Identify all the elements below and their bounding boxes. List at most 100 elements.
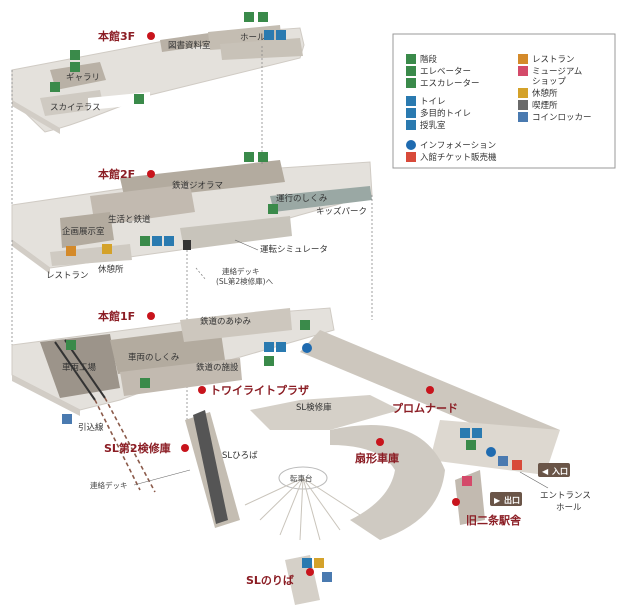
stairs-icon: [134, 94, 144, 104]
legend-label: 授乳室: [420, 120, 446, 131]
multipurpose-toilet-icon: [276, 30, 286, 40]
museum-shop-icon: [518, 66, 528, 76]
label-facilities: 鉄道の施設: [196, 362, 239, 373]
restaurant-icon: [66, 246, 76, 256]
location-pin: [426, 386, 434, 394]
planning-room: [60, 212, 114, 248]
entrance-badge: 入口 ◀: [538, 463, 570, 477]
stairs-icon: [466, 440, 476, 450]
area-roundhouse: 扇形車庫: [355, 451, 399, 465]
legend-box: [392, 33, 616, 169]
label-deck-note-2: (SL第2検修庫)へ: [216, 276, 274, 286]
label-gallery: ギャラリ: [66, 73, 100, 83]
label-planning: 企画展示室: [62, 226, 105, 237]
label-history: 鉄道のあゆみ: [200, 316, 252, 327]
information-icon: [486, 447, 496, 457]
kids-park-room: [270, 186, 372, 212]
facilities-room: [120, 358, 242, 396]
museum-shop-icon: [462, 476, 472, 486]
location-pin: [198, 386, 206, 394]
legend-label: コインロッカー: [532, 113, 592, 123]
multipurpose-toilet-icon: [164, 236, 174, 246]
map-facility-icons: [50, 12, 522, 582]
area-sl2-shed: SL第2検修庫: [104, 441, 171, 455]
label-life-railway: 生活と鉄道: [108, 214, 151, 225]
label-spur: 引込線: [78, 422, 104, 433]
legend-label: エレベーター: [420, 67, 471, 77]
label-factory: 車両工場: [62, 362, 97, 373]
rest-area-icon: [102, 244, 112, 254]
gallery-room: [50, 62, 106, 90]
elevator-icon: [300, 320, 310, 330]
stairs-icon: [244, 12, 254, 22]
label-sky-terrace: スカイテラス: [50, 103, 101, 113]
elevator-icon: [268, 204, 278, 214]
smoking-icon: [518, 100, 528, 110]
locker-icon: [498, 456, 508, 466]
legend-label: 入館チケット販売機: [420, 152, 497, 163]
location-pin: [181, 444, 189, 452]
floor-2f-edge: [12, 240, 50, 274]
restaurant-icon: [518, 54, 528, 64]
entrance-leader: [519, 471, 549, 489]
legend-label: エスカレーター: [420, 79, 480, 89]
locker-icon: [518, 112, 528, 122]
floor-3f-title: 本館3F: [98, 29, 135, 43]
information-icon: [302, 343, 312, 353]
toilet-icon: [460, 428, 470, 438]
location-pin: [147, 32, 155, 40]
legend-label: ショップ: [532, 77, 567, 87]
location-pin: [147, 312, 155, 320]
location-pin: [452, 498, 460, 506]
svg-text:入口: 入口: [551, 467, 568, 476]
label-vehicle-mech: 車両のしくみ: [128, 352, 180, 363]
locker-icon: [322, 572, 332, 582]
rest-area-icon: [518, 88, 528, 98]
label-hall: ホール: [240, 33, 266, 43]
legend-label: 喫煙所: [532, 100, 558, 111]
elevator-icon: [70, 50, 80, 60]
nursing-room-icon: [406, 120, 416, 130]
locker-icon: [62, 414, 72, 424]
spur-track-a: [94, 399, 141, 491]
location-pin: [376, 438, 384, 446]
area-promenade: プロムナード: [392, 401, 458, 415]
location-pin: [147, 170, 155, 178]
radial-tracks: [244, 477, 361, 541]
legend: 階段エレベーターエスカレータートイレ多目的トイレ授乳室レストランミュージアムショ…: [392, 33, 616, 169]
label-library: 図書資料室: [168, 40, 211, 51]
information-icon: [406, 140, 416, 150]
svg-text:◀: ◀: [542, 467, 549, 476]
stairs-icon: [66, 340, 76, 350]
legend-label: トイレ: [420, 97, 446, 107]
deck-bridge: [193, 410, 228, 524]
label-restaurant: レストラン: [46, 271, 89, 281]
area-sl-ride: SLのりば: [246, 573, 294, 587]
area-old-station: 旧二条駅舎: [466, 513, 522, 527]
legend-label: インフォメーション: [420, 141, 496, 151]
ground-area: [185, 395, 485, 605]
toilet-icon: [406, 96, 416, 106]
deck-leader: [133, 469, 191, 486]
label-deck-note: 連絡デッキ: [222, 266, 260, 276]
legend-label: 休憩所: [532, 88, 558, 99]
svg-text:出口: 出口: [504, 495, 520, 505]
escalator-icon: [406, 78, 416, 88]
multipurpose-toilet-icon: [276, 342, 286, 352]
area-twilight-plaza: トワイライトプラザ: [210, 383, 309, 397]
escalator-icon: [258, 152, 268, 162]
floor-1f: [11, 307, 335, 493]
elevator-icon: [406, 66, 416, 76]
stairs-icon: [140, 236, 150, 246]
roundhouse-area: [330, 425, 445, 540]
sl-shed-area: [250, 395, 400, 430]
label-entrance-hall-2: ホール: [556, 503, 582, 513]
legend-label: ミュージアム: [532, 67, 582, 77]
label-deck: 連絡デッキ: [90, 480, 128, 490]
toilet-icon: [264, 342, 274, 352]
label-turntable: 転車台: [290, 473, 313, 483]
exit-badge: 出口 ▶: [490, 492, 522, 506]
simulator-leader: [234, 239, 259, 251]
label-diorama: 鉄道ジオラマ: [172, 180, 223, 191]
